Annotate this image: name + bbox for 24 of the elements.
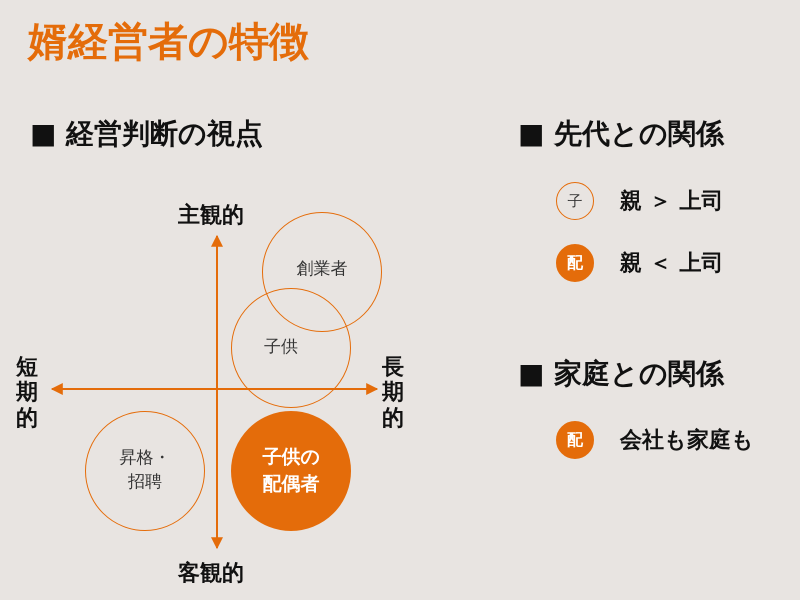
- slide-title: 婿経営者の特徴: [28, 18, 309, 67]
- section-heading: ■ 家庭との関係: [518, 356, 724, 392]
- relation-text: 会社も家庭も: [620, 426, 754, 455]
- axis-label: 長期的: [382, 355, 404, 431]
- category-circle: [231, 288, 351, 408]
- section-heading: ■ 先代との関係: [518, 116, 724, 152]
- circle-label: 昇格・招聘: [118, 447, 172, 494]
- axis-label: 主観的: [178, 202, 244, 230]
- circle-label: 子供: [263, 336, 299, 360]
- badge-circle: [556, 182, 594, 220]
- badge-circle: [556, 244, 594, 282]
- badge-circle: [556, 421, 594, 459]
- circle-label: 子: [568, 190, 582, 212]
- axis-label: 短期的: [16, 355, 38, 431]
- relation-text: 親 ＞ 上司: [620, 188, 724, 216]
- circle-label: 配: [567, 252, 583, 274]
- circle-label: 子供の配偶者: [262, 445, 320, 497]
- circle-label: 配: [567, 428, 583, 451]
- section-heading: ■ 経営判断の視点: [30, 116, 264, 152]
- relation-text: 親 ＜ 上司: [620, 250, 724, 278]
- axis-label: 客観的: [178, 560, 244, 588]
- category-circle: [85, 411, 205, 531]
- category-circle: [262, 212, 382, 332]
- circle-label: 創業者: [296, 258, 348, 282]
